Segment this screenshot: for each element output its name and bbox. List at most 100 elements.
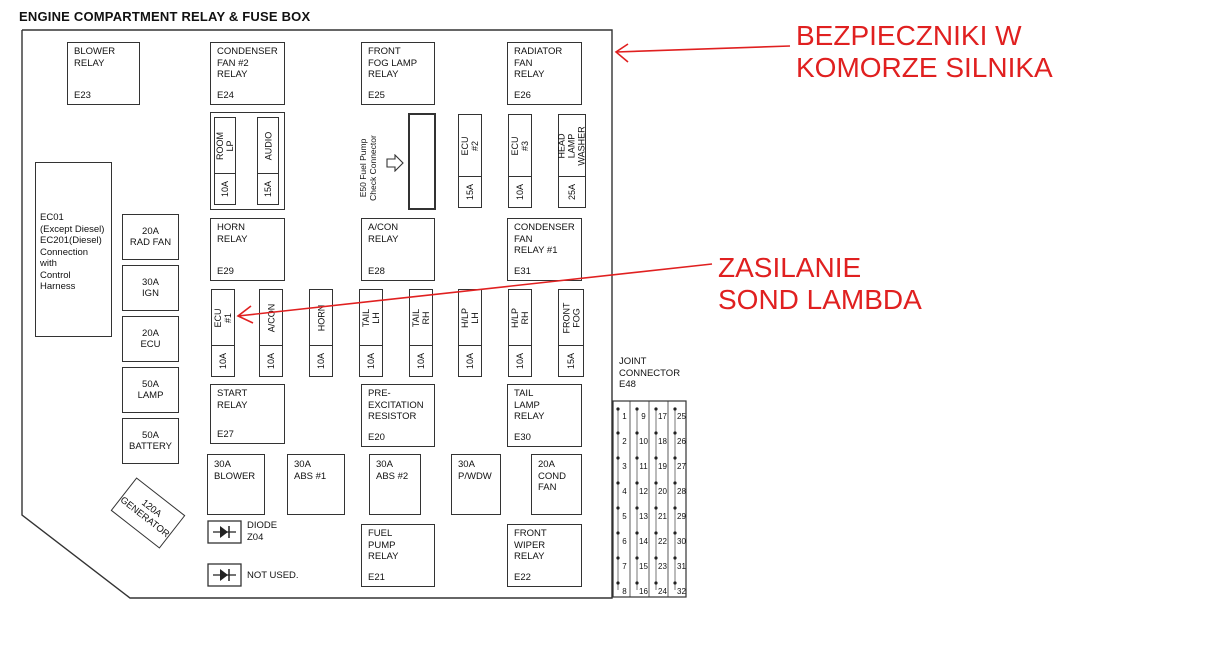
fuse-hlp-rh-label: H/LP RH [510, 308, 530, 329]
joint-connector-pin-26: 26 [677, 437, 686, 446]
relay-e26: RADIATOR FAN RELAY E26 [507, 42, 582, 105]
joint-connector-pin-28: 28 [677, 487, 686, 496]
fuse-cond-fan: 20A COND FAN [531, 454, 582, 515]
joint-connector-pin-11: 11 [639, 462, 648, 471]
joint-connector-pin-21: 21 [658, 512, 667, 521]
diode-icon [207, 520, 242, 544]
joint-connector-e48 [612, 400, 687, 598]
fuse-ecu-2: ECU #2 15A [458, 114, 482, 208]
diagram-title: ENGINE COMPARTMENT RELAY & FUSE BOX [19, 9, 311, 24]
joint-connector-pin-13: 13 [639, 512, 648, 521]
joint-connector-pin-31: 31 [677, 562, 686, 571]
relay-e24: CONDENSER FAN #2 RELAY E24 [210, 42, 285, 105]
relay-e20-code: E20 [368, 432, 385, 443]
fuse-ecu-2-label: ECU #2 [460, 136, 480, 156]
connector-ec01: EC01 (Except Diesel) EC201(Diesel) Conne… [35, 162, 112, 337]
fuse-room-lp-label: ROOM LP [215, 132, 235, 160]
fuse-blower: 30A BLOWER [207, 454, 265, 515]
relay-e20: PRE- EXCITATION RESISTOR E20 [361, 384, 435, 447]
fuse-audio: AUDIO 15A [257, 117, 279, 205]
relay-e27-name: START RELAY [217, 388, 248, 411]
diode-not-used-icon [207, 563, 242, 587]
fuse-a-con-amp: 10A [265, 352, 276, 370]
joint-connector-pin-19: 19 [658, 462, 667, 471]
fuse-ecu-1: ECU #1 10A [211, 289, 235, 377]
fuse-hlp-lh: H/LP LH 10A [458, 289, 482, 377]
joint-connector-pin-27: 27 [677, 462, 686, 471]
arrow-right-icon [386, 154, 404, 172]
joint-connector-pin-16: 16 [639, 587, 648, 596]
fuse-hlp-lh-label: H/LP LH [460, 308, 480, 329]
joint-connector-pin-7: 7 [622, 562, 627, 571]
relay-e22-code: E22 [514, 572, 531, 583]
joint-connector-pin-17: 17 [658, 412, 667, 421]
annotation-lambda-power: ZASILANIE SOND LAMBDA [718, 252, 922, 315]
fuse-head-lamp-washer-label: HEAD LAMP WASHER [557, 126, 588, 166]
fuse-hlp-rh: H/LP RH 10A [508, 289, 532, 377]
relay-e25: FRONT FOG LAMP RELAY E25 [361, 42, 435, 105]
fuse-ecu-3: ECU #3 10A [508, 114, 532, 208]
joint-connector-pin-24: 24 [658, 587, 667, 596]
fuse-room-lp-amp: 10A [219, 180, 230, 198]
joint-connector-pin-23: 23 [658, 562, 667, 571]
fuse-abs-1: 30A ABS #1 [287, 454, 345, 515]
fuse-tail-lh: TAIL LH 10A [359, 289, 383, 377]
joint-connector-pin-29: 29 [677, 512, 686, 521]
joint-connector-pin-6: 6 [622, 537, 627, 546]
fuse-ecu-3-label: ECU #3 [510, 136, 530, 156]
relay-e22-name: FRONT WIPER RELAY [514, 528, 547, 562]
fuse-hlp-rh-amp: 10A [514, 352, 525, 370]
relay-e31-code: E31 [514, 266, 531, 277]
relay-e29-name: HORN RELAY [217, 222, 248, 245]
fuse-horn-amp: 10A [315, 352, 326, 370]
joint-connector-pin-1: 1 [622, 412, 627, 421]
fuse-horn: HORN 10A [309, 289, 333, 377]
fuse-ecu: 20A ECU [122, 316, 179, 362]
relay-e25-code: E25 [368, 90, 385, 101]
joint-connector-pin-22: 22 [658, 537, 667, 546]
joint-connector-pin-4: 4 [622, 487, 627, 496]
relay-e23: BLOWER RELAY E23 [67, 42, 140, 105]
fuse-tail-rh-amp: 10A [415, 352, 426, 370]
relay-e30-name: TAIL LAMP RELAY [514, 388, 545, 422]
fuse-battery: 50A BATTERY [122, 418, 179, 464]
fuse-horn-label: HORN [316, 304, 326, 332]
relay-e27-code: E27 [217, 429, 234, 440]
joint-connector-pin-15: 15 [639, 562, 648, 571]
relay-e27: START RELAY E27 [210, 384, 285, 444]
relay-e30-code: E30 [514, 432, 531, 443]
joint-connector-pin-3: 3 [622, 462, 627, 471]
fuse-ecu-1-amp: 10A [217, 352, 228, 370]
fuse-ign: 30A IGN [122, 265, 179, 311]
relay-e20-name: PRE- EXCITATION RESISTOR [368, 388, 424, 422]
joint-connector-pin-5: 5 [622, 512, 627, 521]
joint-connector-pin-8: 8 [622, 587, 627, 596]
fuse-front-fog-label: FRONT FOG [561, 302, 581, 334]
fuse-rad-fan: 20A RAD FAN [122, 214, 179, 260]
joint-connector-pin-18: 18 [658, 437, 667, 446]
fuse-p-wdw: 30A P/WDW [451, 454, 501, 515]
fuse-tail-lh-amp: 10A [365, 352, 376, 370]
joint-connector-pin-12: 12 [639, 487, 648, 496]
relay-e31-name: CONDENSER FAN RELAY #1 [514, 222, 575, 256]
fuse-room-lp: ROOM LP 10A [214, 117, 236, 205]
relay-e23-code: E23 [74, 90, 91, 101]
relay-e24-code: E24 [217, 90, 234, 101]
fuel-pump-check-connector [408, 113, 436, 210]
relay-e28-name: A/CON RELAY [368, 222, 399, 245]
fuel-pump-connector-text: E50 Fuel Pump Check Connector [358, 135, 378, 201]
fuse-lamp: 50A LAMP [122, 367, 179, 413]
joint-connector-pin-2: 2 [622, 437, 627, 446]
relay-e21-code: E21 [368, 572, 385, 583]
joint-connector-pin-30: 30 [677, 537, 686, 546]
fuse-abs-2: 30A ABS #2 [369, 454, 421, 515]
fuse-tail-rh-label: TAIL RH [411, 308, 431, 328]
fuse-tail-lh-label: TAIL LH [361, 308, 381, 328]
fuse-head-lamp-washer: HEAD LAMP WASHER 25A [557, 114, 588, 208]
relay-e30: TAIL LAMP RELAY E30 [507, 384, 582, 447]
joint-connector-pin-20: 20 [658, 487, 667, 496]
relay-e25-name: FRONT FOG LAMP RELAY [368, 46, 418, 80]
fuse-head-lamp-washer-amp: 25A [566, 183, 577, 201]
connector-ec01-label: EC01 (Except Diesel) EC201(Diesel) Conne… [40, 212, 105, 292]
relay-e31: CONDENSER FAN RELAY #1 E31 [507, 218, 582, 281]
